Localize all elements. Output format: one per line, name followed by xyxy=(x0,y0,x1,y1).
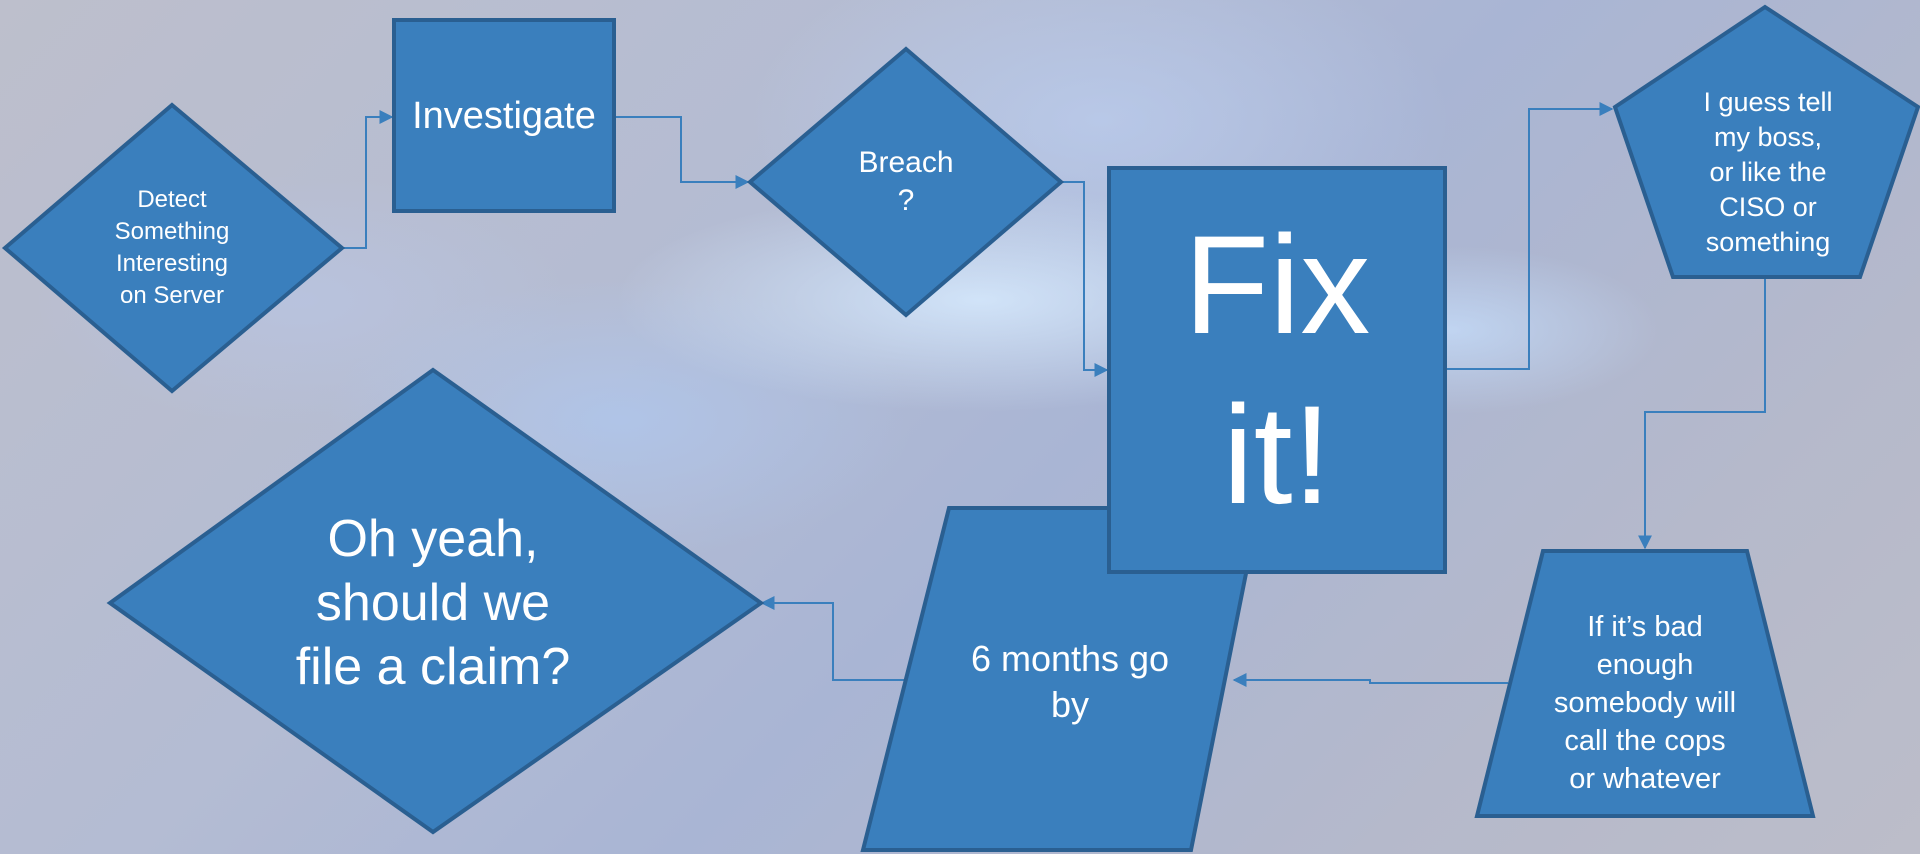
boss-label-line: I guess tell xyxy=(1703,86,1833,117)
detect-diamond[interactable] xyxy=(1,102,346,394)
claim-label: Oh yeah, should we file a claim? xyxy=(253,506,613,700)
cops-label-line: call the cops xyxy=(1564,725,1726,757)
connector-cops-to-months xyxy=(1232,673,1508,687)
connector-boss-to-cops xyxy=(1638,277,1766,550)
detect-label-line: Interesting xyxy=(115,250,229,277)
months-label: 6 months go by xyxy=(930,634,1210,730)
claim-diamond[interactable] xyxy=(106,367,765,835)
boss-label-line: something xyxy=(1705,226,1831,257)
connector-fix-to-boss xyxy=(1445,102,1614,370)
cops-label: If it’s bad enough somebody will call th… xyxy=(1525,608,1765,798)
cops-label-line: or whatever xyxy=(1569,763,1721,795)
breach-label-line: ? xyxy=(897,184,915,217)
detect-label-line: Something xyxy=(114,218,230,245)
fix-box[interactable] xyxy=(1107,166,1447,574)
detect-label-line: Detect xyxy=(137,186,207,213)
months-label-line: 6 months go xyxy=(970,638,1170,679)
boss-label: I guess tell my boss, or like the CISO o… xyxy=(1668,84,1868,260)
investigate-label-line: Investigate xyxy=(412,94,596,137)
boss-label-line: or like the xyxy=(1709,156,1827,187)
claim-label-line: Oh yeah, xyxy=(327,510,539,568)
breach-label-line: Breach xyxy=(858,146,954,179)
connector-breach-to-fix xyxy=(1061,181,1109,377)
connector-detect-to-investigate xyxy=(342,110,394,249)
fix-label: Fix it! xyxy=(1109,200,1445,540)
fix-label-line: Fix xyxy=(1183,206,1371,363)
fix-label-line: it! xyxy=(1222,376,1332,533)
investigate-label: Investigate xyxy=(394,20,614,211)
boss-label-line: CISO or xyxy=(1719,191,1817,222)
connector-investigate-to-breach xyxy=(614,116,750,189)
cops-trapezoid[interactable] xyxy=(1474,549,1816,818)
detect-label: Detect Something Interesting on Server xyxy=(72,180,272,316)
boss-pentagon[interactable] xyxy=(1612,4,1920,279)
months-label-line: by xyxy=(1050,684,1090,725)
investigate-box[interactable] xyxy=(392,18,616,213)
cops-label-line: enough xyxy=(1596,649,1694,681)
detect-label-line: on Server xyxy=(119,282,225,309)
claim-label-line: should we xyxy=(315,574,551,632)
breach-diamond[interactable] xyxy=(746,46,1065,318)
cops-label-line: If it’s bad xyxy=(1587,611,1703,643)
connector-months-to-claim xyxy=(760,596,906,681)
cops-label-line: somebody will xyxy=(1553,687,1737,719)
claim-label-line: file a claim? xyxy=(295,638,571,696)
boss-label-line: my boss, xyxy=(1713,121,1823,152)
breach-label: Breach ? xyxy=(826,142,986,222)
